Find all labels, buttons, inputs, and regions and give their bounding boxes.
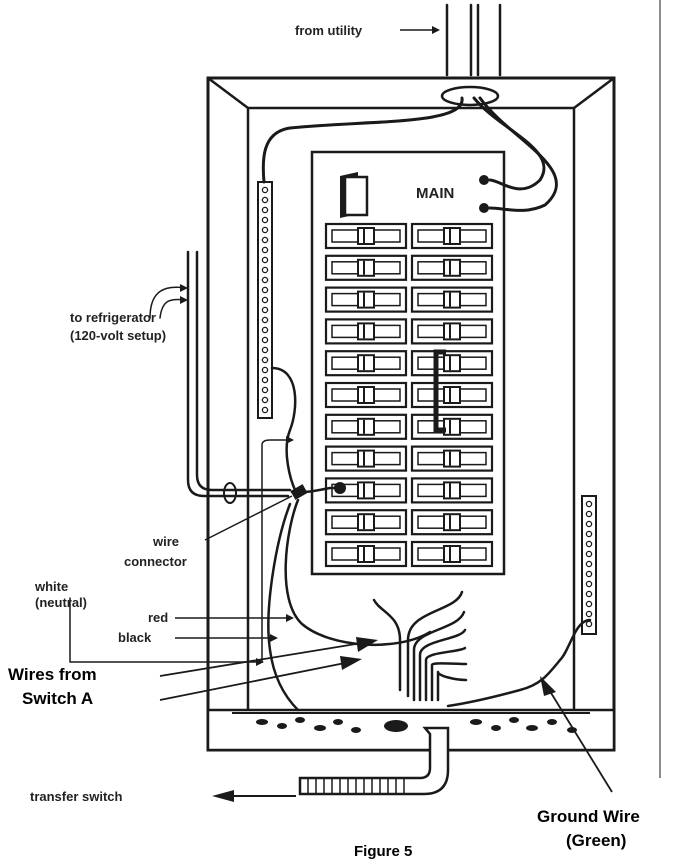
utility-service-wires xyxy=(445,3,502,77)
label-leaders xyxy=(69,26,613,802)
main-lug-top xyxy=(479,175,489,185)
breaker-panel: MAIN xyxy=(310,150,506,576)
refrigerator-setup-label: (120-volt setup) xyxy=(70,328,166,343)
main-breaker-switch xyxy=(340,172,369,218)
main-label: MAIN xyxy=(416,185,454,202)
neutral-bus-screw xyxy=(261,226,269,234)
ground-bus-screw xyxy=(585,510,593,518)
ground-bus-screw xyxy=(585,590,593,598)
breaker-left-3 xyxy=(324,286,408,313)
breaker-rows xyxy=(324,222,494,568)
neutral-bus-screw xyxy=(261,206,269,214)
red-label: red xyxy=(148,610,168,625)
ground-bus-screw xyxy=(585,500,593,508)
ground-bus-screw xyxy=(585,610,593,618)
breaker-right-2 xyxy=(410,254,494,281)
to-refrigerator-label: to refrigerator xyxy=(70,310,156,325)
breaker-left-2 xyxy=(324,254,408,281)
neutral-bus-screw xyxy=(261,326,269,334)
service-conductors xyxy=(261,85,558,212)
breaker-right-8 xyxy=(410,445,494,472)
wire-connector-label-1: wire xyxy=(152,534,179,549)
wires-from-label: Wires from xyxy=(8,665,97,684)
ground-bus-screw xyxy=(585,540,593,548)
breaker-right-1 xyxy=(410,222,494,250)
from-utility-label: from utility xyxy=(295,23,363,38)
refrigerator-circuit-wires xyxy=(186,250,346,504)
breaker-right-6 xyxy=(410,381,494,409)
neutral-bus-screw xyxy=(261,236,269,244)
black-label: black xyxy=(118,630,152,645)
breaker-left-7 xyxy=(324,413,408,440)
breaker-right-7 xyxy=(410,413,494,440)
neutral-bus-screw xyxy=(261,276,269,284)
neutral-bus-screw xyxy=(261,296,269,304)
breaker-right-10 xyxy=(410,509,494,536)
ground-bus-screw xyxy=(585,550,593,558)
neutral-bus-screw xyxy=(261,286,269,294)
neutral-bus-screw xyxy=(261,246,269,254)
ground-wire xyxy=(446,618,592,708)
neutral-label: (neutral) xyxy=(35,595,87,610)
breaker-right-5 xyxy=(410,350,494,377)
breaker-left-10 xyxy=(324,509,408,536)
ground-bus-screw xyxy=(585,560,593,568)
ground-wire-label: Ground Wire xyxy=(537,807,640,826)
breaker-right-3 xyxy=(410,286,494,313)
neutral-bus-screw xyxy=(261,196,269,204)
breaker-left-11 xyxy=(324,540,408,568)
neutral-bus-screw xyxy=(261,396,269,404)
neutral-bus-screw xyxy=(261,356,269,364)
ground-bus-bar xyxy=(581,495,597,635)
transfer-switch-label: transfer switch xyxy=(30,789,123,804)
breaker-left-5 xyxy=(324,350,408,377)
breaker-left-8 xyxy=(324,445,408,472)
breaker-right-4 xyxy=(410,318,494,345)
bottom-knockouts xyxy=(256,717,577,733)
ground-bus-screw xyxy=(585,580,593,588)
switch-a-wires xyxy=(267,498,432,712)
neutral-bus-screw xyxy=(261,346,269,354)
neutral-bus-screw xyxy=(261,316,269,324)
neutral-bus-screw xyxy=(261,306,269,314)
breaker-left-4 xyxy=(324,318,408,345)
neutral-bus-screw xyxy=(261,406,269,414)
ground-bus-screw xyxy=(585,570,593,578)
neutral-bus-screw xyxy=(261,186,269,194)
breaker-right-11 xyxy=(410,540,494,568)
neutral-bus-bar xyxy=(257,181,273,419)
switch-a-label: Switch A xyxy=(22,689,93,708)
neutral-bus-screw xyxy=(261,256,269,264)
neutral-bus-screw xyxy=(261,366,269,374)
main-lug-bottom xyxy=(479,203,489,213)
neutral-bus-screw xyxy=(261,266,269,274)
breaker-feed-wire xyxy=(433,349,446,433)
ground-bus-screw xyxy=(585,530,593,538)
ground-bus-screw xyxy=(585,600,593,608)
neutral-bus-screw xyxy=(261,216,269,224)
ground-wire-color-label: (Green) xyxy=(566,831,626,850)
transfer-conduit xyxy=(298,726,450,796)
breaker-left-6 xyxy=(324,381,408,409)
neutral-bus-screw xyxy=(261,336,269,344)
branch-wire-bundle xyxy=(372,590,468,702)
breaker-right-9 xyxy=(410,477,494,504)
breaker-left-1 xyxy=(324,222,408,250)
neutral-bus-screw xyxy=(261,386,269,394)
ground-bus-screw xyxy=(585,620,593,628)
figure-caption: Figure 5 xyxy=(354,843,412,860)
ground-bus-screw xyxy=(585,520,593,528)
wire-connector-label-2: connector xyxy=(124,554,187,569)
white-label: white xyxy=(34,579,68,594)
wire-connector xyxy=(290,484,308,500)
neutral-bus-screw xyxy=(261,376,269,384)
